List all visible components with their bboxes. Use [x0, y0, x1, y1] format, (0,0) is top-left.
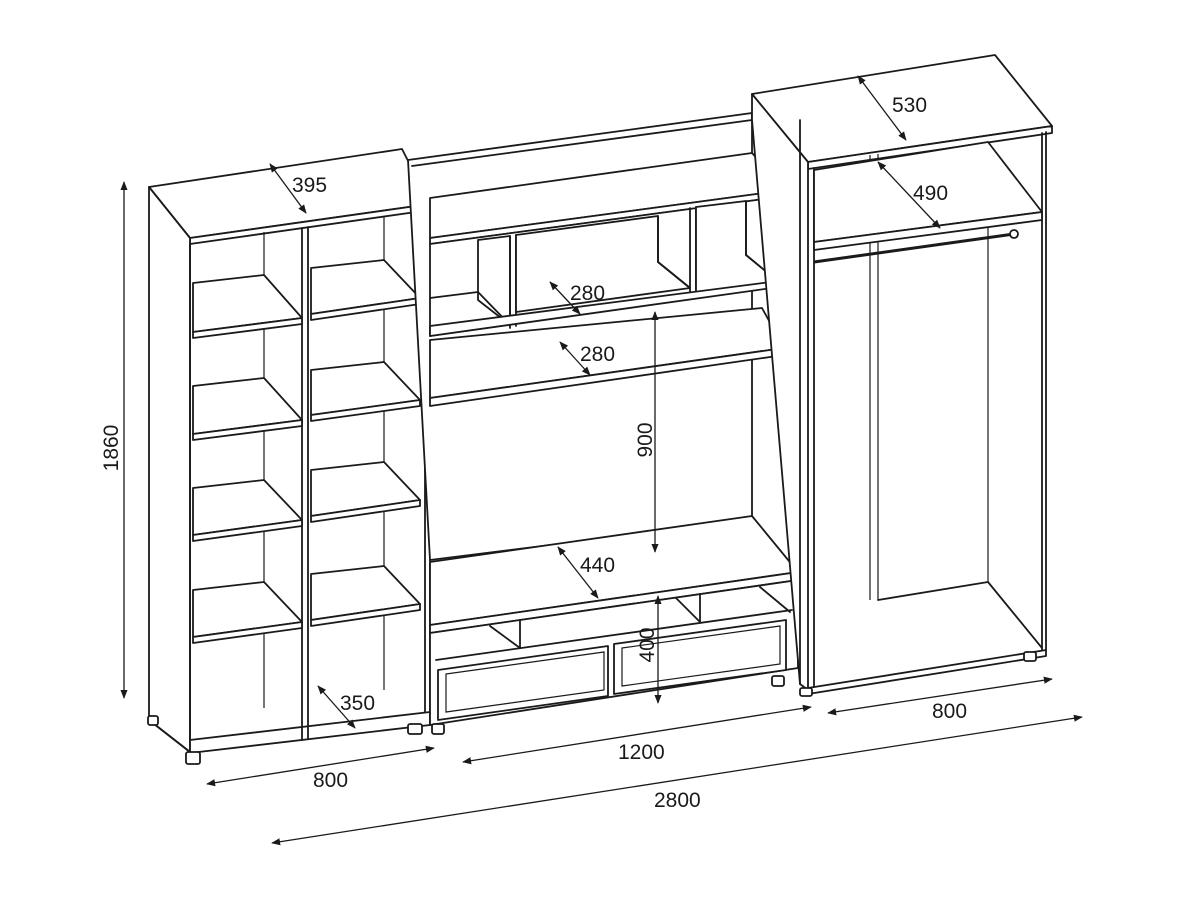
right-plinth	[807, 649, 1047, 695]
right-wardrobe	[751, 54, 1053, 697]
center-drawer-left	[437, 645, 609, 721]
center-foot-1	[431, 723, 445, 735]
label-total-height: 1860	[100, 425, 123, 472]
label-center-middle-shelf-depth: 280	[580, 343, 615, 366]
left-foot-1	[185, 751, 201, 765]
left-plinth	[189, 711, 431, 754]
label-center-upper-shelf-depth: 280	[570, 282, 605, 305]
right-foot-2	[1023, 651, 1037, 662]
dim-line-490	[877, 161, 941, 229]
left-foot-3	[147, 715, 159, 726]
dimension-labels: 1860 395 350 280 280 900 440 400 530 490…	[100, 94, 967, 812]
left-column-shelves	[192, 274, 303, 644]
label-left-shelf-depth: 350	[340, 692, 375, 715]
left-side-panel	[148, 186, 191, 753]
right-side-panel	[751, 93, 809, 691]
dim-line-395	[269, 163, 307, 214]
dim-line-530	[857, 75, 907, 141]
label-right-module-width: 800	[932, 700, 967, 723]
center-tv-unit	[407, 112, 799, 735]
label-center-base-depth: 440	[580, 554, 615, 577]
label-total-width: 2800	[654, 789, 701, 812]
label-right-inner-depth: 490	[913, 182, 948, 205]
label-tv-clearance: 900	[634, 422, 657, 457]
dim-line-800-right	[827, 676, 1053, 716]
right-hanging-rod	[813, 232, 1015, 264]
left-foot-2	[407, 723, 423, 735]
dimension-lines	[120, 75, 1083, 846]
dim-line-280-upper	[549, 281, 581, 315]
label-center-base-height: 400	[636, 627, 659, 662]
label-right-top-depth: 530	[892, 94, 927, 117]
label-left-top-depth: 395	[292, 174, 327, 197]
center-foot-2	[771, 675, 785, 687]
label-left-module-width: 800	[313, 769, 348, 792]
right-foot-1	[799, 687, 813, 697]
dim-line-280-middle	[559, 341, 591, 376]
right-column-shelves	[310, 259, 421, 627]
dim-line-440	[557, 546, 599, 599]
dim-line-2800	[271, 714, 1083, 846]
label-center-module-width: 1200	[618, 741, 665, 764]
left-bookcase	[147, 148, 431, 765]
